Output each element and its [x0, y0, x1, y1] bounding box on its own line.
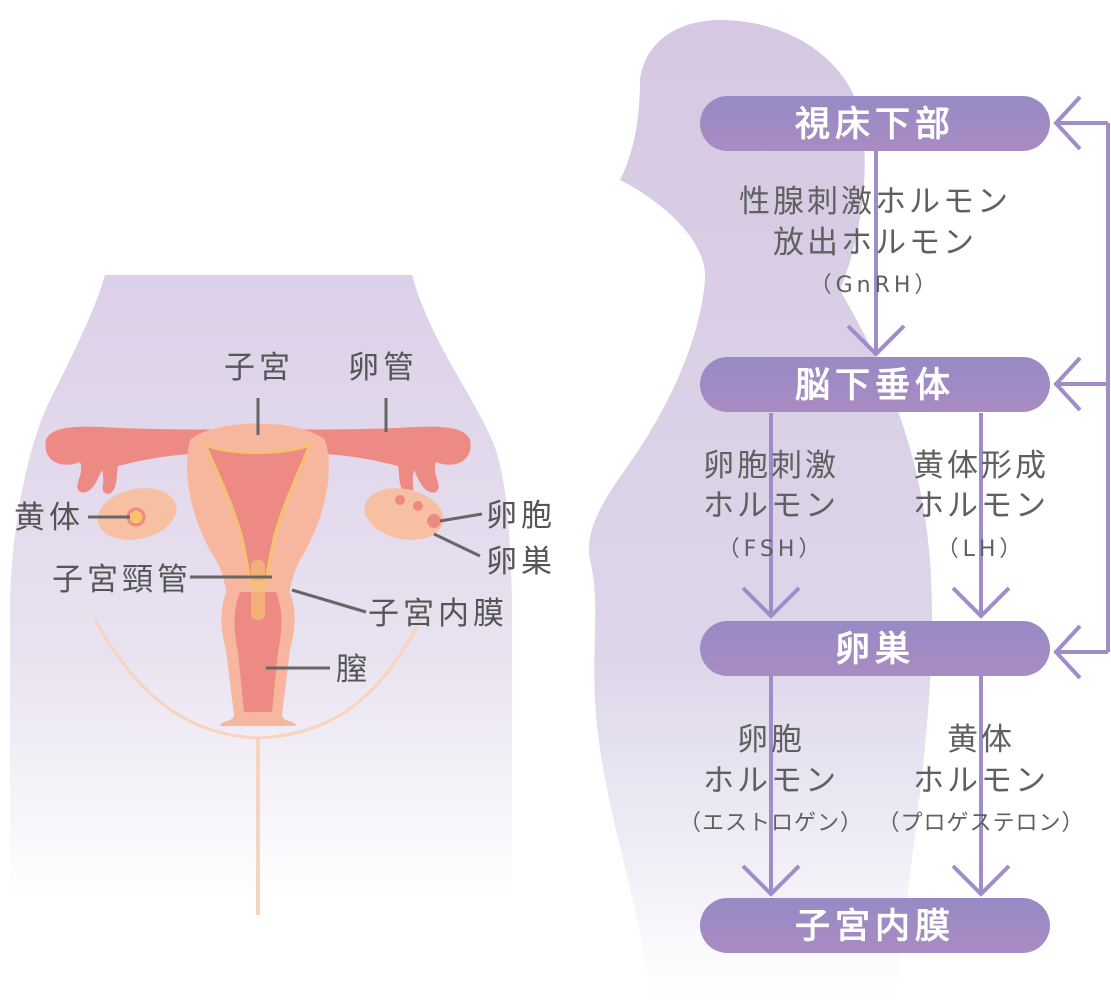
follicle-dot-3 — [427, 514, 441, 528]
svg-text:黄体: 黄体 — [947, 722, 1015, 758]
label-uterus: 子宮 — [224, 350, 294, 386]
svg-text:（GnRH）: （GnRH） — [810, 273, 941, 298]
label-vagina: 膣 — [336, 652, 371, 688]
label-ovary: 卵巣 — [486, 544, 556, 580]
label-lh: 黄体形成 ホルモン （LH） — [913, 448, 1049, 562]
label-follicle: 卵胞 — [486, 498, 556, 534]
svg-text:（プロゲステロン）: （プロゲステロン） — [877, 811, 1084, 836]
svg-text:ホルモン: ホルモン — [913, 763, 1049, 799]
hormone-flow-panel: 視床下部 脳下垂体 卵巣 子宮内膜 性腺刺激ホルモン 放出ホルモン （GnRH）… — [589, 20, 1108, 1000]
svg-text:卵胞刺激: 卵胞刺激 — [703, 448, 839, 484]
node-ovary: 卵巣 — [700, 621, 1050, 676]
svg-text:性腺刺激ホルモン: 性腺刺激ホルモン — [739, 184, 1011, 220]
node-endometrium: 子宮内膜 — [700, 898, 1050, 953]
label-corpus-luteum: 黄体 — [14, 500, 84, 536]
label-endometrium: 子宮内膜 — [368, 596, 508, 632]
corpus-luteum-dot — [128, 509, 144, 525]
svg-text:卵胞: 卵胞 — [737, 722, 805, 758]
label-fallopian-tube: 卵管 — [348, 350, 418, 386]
follicle-dot-1 — [395, 495, 405, 505]
svg-text:（エストロゲン）: （エストロゲン） — [679, 811, 863, 836]
svg-text:視床下部: 視床下部 — [795, 105, 955, 145]
anatomy-panel: 子宮 卵管 黄体 卵胞 卵巣 子宮頸管 子宮内膜 膣 — [10, 275, 556, 915]
svg-text:黄体形成: 黄体形成 — [913, 448, 1049, 484]
svg-text:ホルモン: ホルモン — [703, 488, 839, 524]
svg-text:ホルモン: ホルモン — [703, 763, 839, 799]
cervical-canal — [251, 560, 265, 620]
svg-text:（FSH）: （FSH） — [718, 537, 825, 562]
node-hypothalamus: 視床下部 — [700, 96, 1050, 151]
follicle-dot-2 — [413, 501, 423, 511]
node-pituitary: 脳下垂体 — [700, 357, 1050, 412]
svg-text:脳下垂体: 脳下垂体 — [795, 366, 955, 406]
svg-text:ホルモン: ホルモン — [913, 488, 1049, 524]
svg-text:（LH）: （LH） — [937, 537, 1026, 562]
svg-text:卵巣: 卵巣 — [835, 630, 915, 670]
svg-text:放出ホルモン: 放出ホルモン — [773, 225, 977, 261]
svg-text:子宮内膜: 子宮内膜 — [795, 907, 955, 947]
label-cervical-canal: 子宮頸管 — [52, 562, 192, 598]
label-fsh: 卵胞刺激 ホルモン （FSH） — [703, 448, 839, 562]
